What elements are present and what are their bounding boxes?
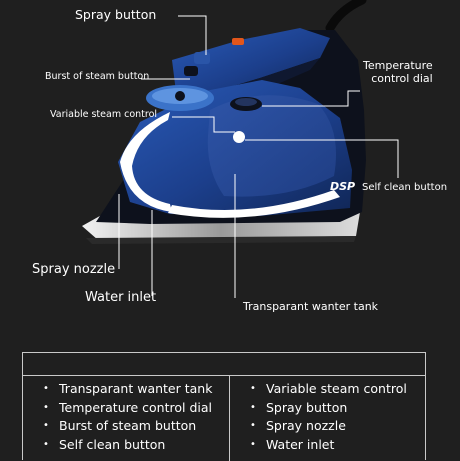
feature-item: •Water inlet — [248, 436, 407, 455]
bullet-icon: • — [250, 401, 256, 413]
brand-logo: DSP — [330, 180, 355, 193]
bullet-icon: • — [43, 438, 49, 450]
feature-table-divider — [229, 376, 230, 461]
feature-item: •Variable steam control — [248, 380, 407, 399]
water-tank — [207, 95, 336, 197]
white-accent-stripe — [120, 112, 172, 212]
callout-temperature-dial: Temperature control dial — [363, 59, 433, 85]
feature-list-right: •Variable steam control •Spray button •S… — [248, 380, 407, 454]
callout-burst-of-steam: Burst of steam button — [45, 71, 150, 82]
feature-table-header — [23, 353, 425, 376]
feature-list-left: •Transparant wanter tank •Temperature co… — [41, 380, 212, 454]
bullet-icon: • — [250, 438, 256, 450]
orange-indicator — [232, 38, 244, 45]
burst-button-shape — [184, 66, 198, 76]
power-cord — [325, 0, 367, 33]
callout-spray-button: Spray button — [75, 7, 157, 22]
steam-button — [175, 91, 185, 101]
bullet-icon: • — [250, 383, 256, 394]
feature-item: •Transparant wanter tank — [41, 380, 212, 399]
callout-water-tank: Transparant wanter tank — [243, 300, 379, 313]
spray-button-shape — [194, 52, 210, 64]
callout-temperature-line1: Temperature — [363, 59, 433, 72]
bullet-icon: • — [43, 401, 49, 413]
feature-item: •Spray nozzle — [248, 417, 407, 436]
callout-self-clean: Self clean button — [362, 182, 448, 193]
feature-item: •Self clean button — [41, 436, 212, 455]
callout-spray-nozzle: Spray nozzle — [32, 262, 116, 277]
callout-temperature-line2: control dial — [371, 71, 433, 85]
bullet-icon: • — [43, 420, 49, 431]
feature-item: •Temperature control dial — [41, 399, 212, 418]
callout-water-inlet: Water inlet — [85, 290, 157, 305]
feature-table: •Transparant wanter tank •Temperature co… — [22, 352, 426, 461]
iron-handle — [172, 28, 330, 96]
leader-lines — [118, 15, 399, 298]
bullet-icon: • — [43, 383, 49, 394]
feature-item: •Spray button — [248, 399, 407, 418]
callout-variable-steam: Variable steam control — [50, 109, 158, 120]
self-clean-button — [233, 131, 245, 143]
feature-item: •Burst of steam button — [41, 417, 212, 436]
bullet-icon: • — [250, 420, 256, 431]
